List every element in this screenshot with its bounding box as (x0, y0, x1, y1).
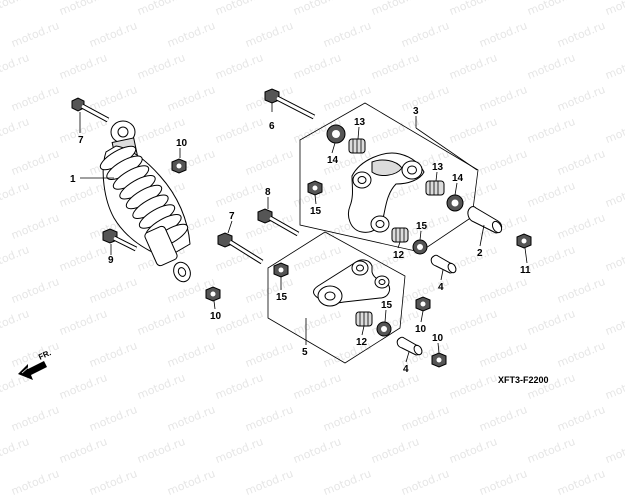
watermark-text: motod.ru (9, 467, 62, 498)
callout-15-c: 15 (416, 221, 428, 232)
callout-10-a: 10 (176, 138, 188, 149)
callout-1: 1 (70, 174, 76, 185)
collar-4-b (396, 336, 423, 356)
callout-11: 11 (520, 265, 531, 276)
watermark-text: motod.ru (321, 467, 374, 498)
front-direction-arrow: FR. (18, 348, 53, 380)
callout-15-d: 15 (381, 300, 393, 311)
watermark-text: motod.ru (243, 467, 296, 498)
callout-4-b: 4 (403, 364, 409, 375)
seal-15-d (376, 321, 392, 337)
callout-14-b: 14 (452, 173, 464, 184)
collar-2 (467, 206, 503, 234)
seal-15-c (412, 239, 428, 255)
nut-10-b (205, 286, 221, 302)
callout-13-a: 13 (354, 117, 366, 128)
bolt-9 (102, 228, 138, 252)
nut-11 (516, 233, 532, 249)
callout-13-b: 13 (432, 162, 444, 173)
callout-5: 5 (302, 347, 308, 358)
assembly-outline-5 (267, 231, 406, 364)
nut-10-a (171, 158, 187, 174)
watermark-text: motod.ru (555, 467, 608, 498)
callout-9: 9 (108, 255, 114, 266)
needle-bearing-13-a (348, 138, 366, 154)
callout-4-a: 4 (438, 282, 444, 293)
watermark-text: motod.ru (87, 467, 140, 498)
oil-seal-14-b (446, 194, 464, 212)
callout-12-b: 12 (356, 337, 368, 348)
bolt-6 (264, 88, 316, 120)
diagram-code: XFT3-F2200 (498, 375, 549, 385)
callout-7-lower: 7 (229, 211, 235, 222)
callout-7-upper: 7 (78, 135, 84, 146)
bolt-7-upper (71, 97, 110, 123)
needle-bearing-12-a (391, 227, 409, 243)
needle-bearing-13-b (425, 180, 445, 196)
watermark-text: motod.ru (477, 467, 530, 498)
nut-15-a (307, 180, 323, 196)
callout-6: 6 (269, 121, 275, 132)
leader-lines (79, 103, 528, 363)
callout-15-b: 15 (276, 292, 288, 303)
callout-10-d: 10 (432, 333, 444, 344)
bolt-8 (257, 208, 300, 237)
collar-4-a (430, 254, 457, 274)
rear-suspension-exploded-diagram: 1 7 10 9 6 8 7 10 3 13 14 13 14 15 15 12… (18, 88, 549, 385)
callout-2: 2 (477, 248, 483, 259)
oil-seal-14-a (326, 124, 346, 144)
nut-10-d (431, 352, 447, 368)
shock-absorber (99, 120, 191, 283)
shock-arm (348, 152, 425, 233)
callout-8: 8 (265, 187, 271, 198)
callout-3: 3 (413, 106, 419, 117)
watermark-text: motod.ru (165, 467, 218, 498)
callout-10-b: 10 (210, 311, 222, 322)
callout-12-a: 12 (393, 250, 405, 261)
shock-link (313, 259, 391, 307)
watermark-text: motod.ru (399, 467, 452, 498)
callout-15-a: 15 (310, 206, 322, 217)
nut-15-b (273, 262, 289, 278)
nut-10-c (415, 296, 431, 312)
direction-label: FR. (37, 348, 52, 362)
needle-bearing-12-b (355, 311, 373, 327)
callout-10-c: 10 (415, 324, 427, 335)
bolt-7-lower (217, 232, 264, 265)
callout-14-a: 14 (327, 155, 339, 166)
